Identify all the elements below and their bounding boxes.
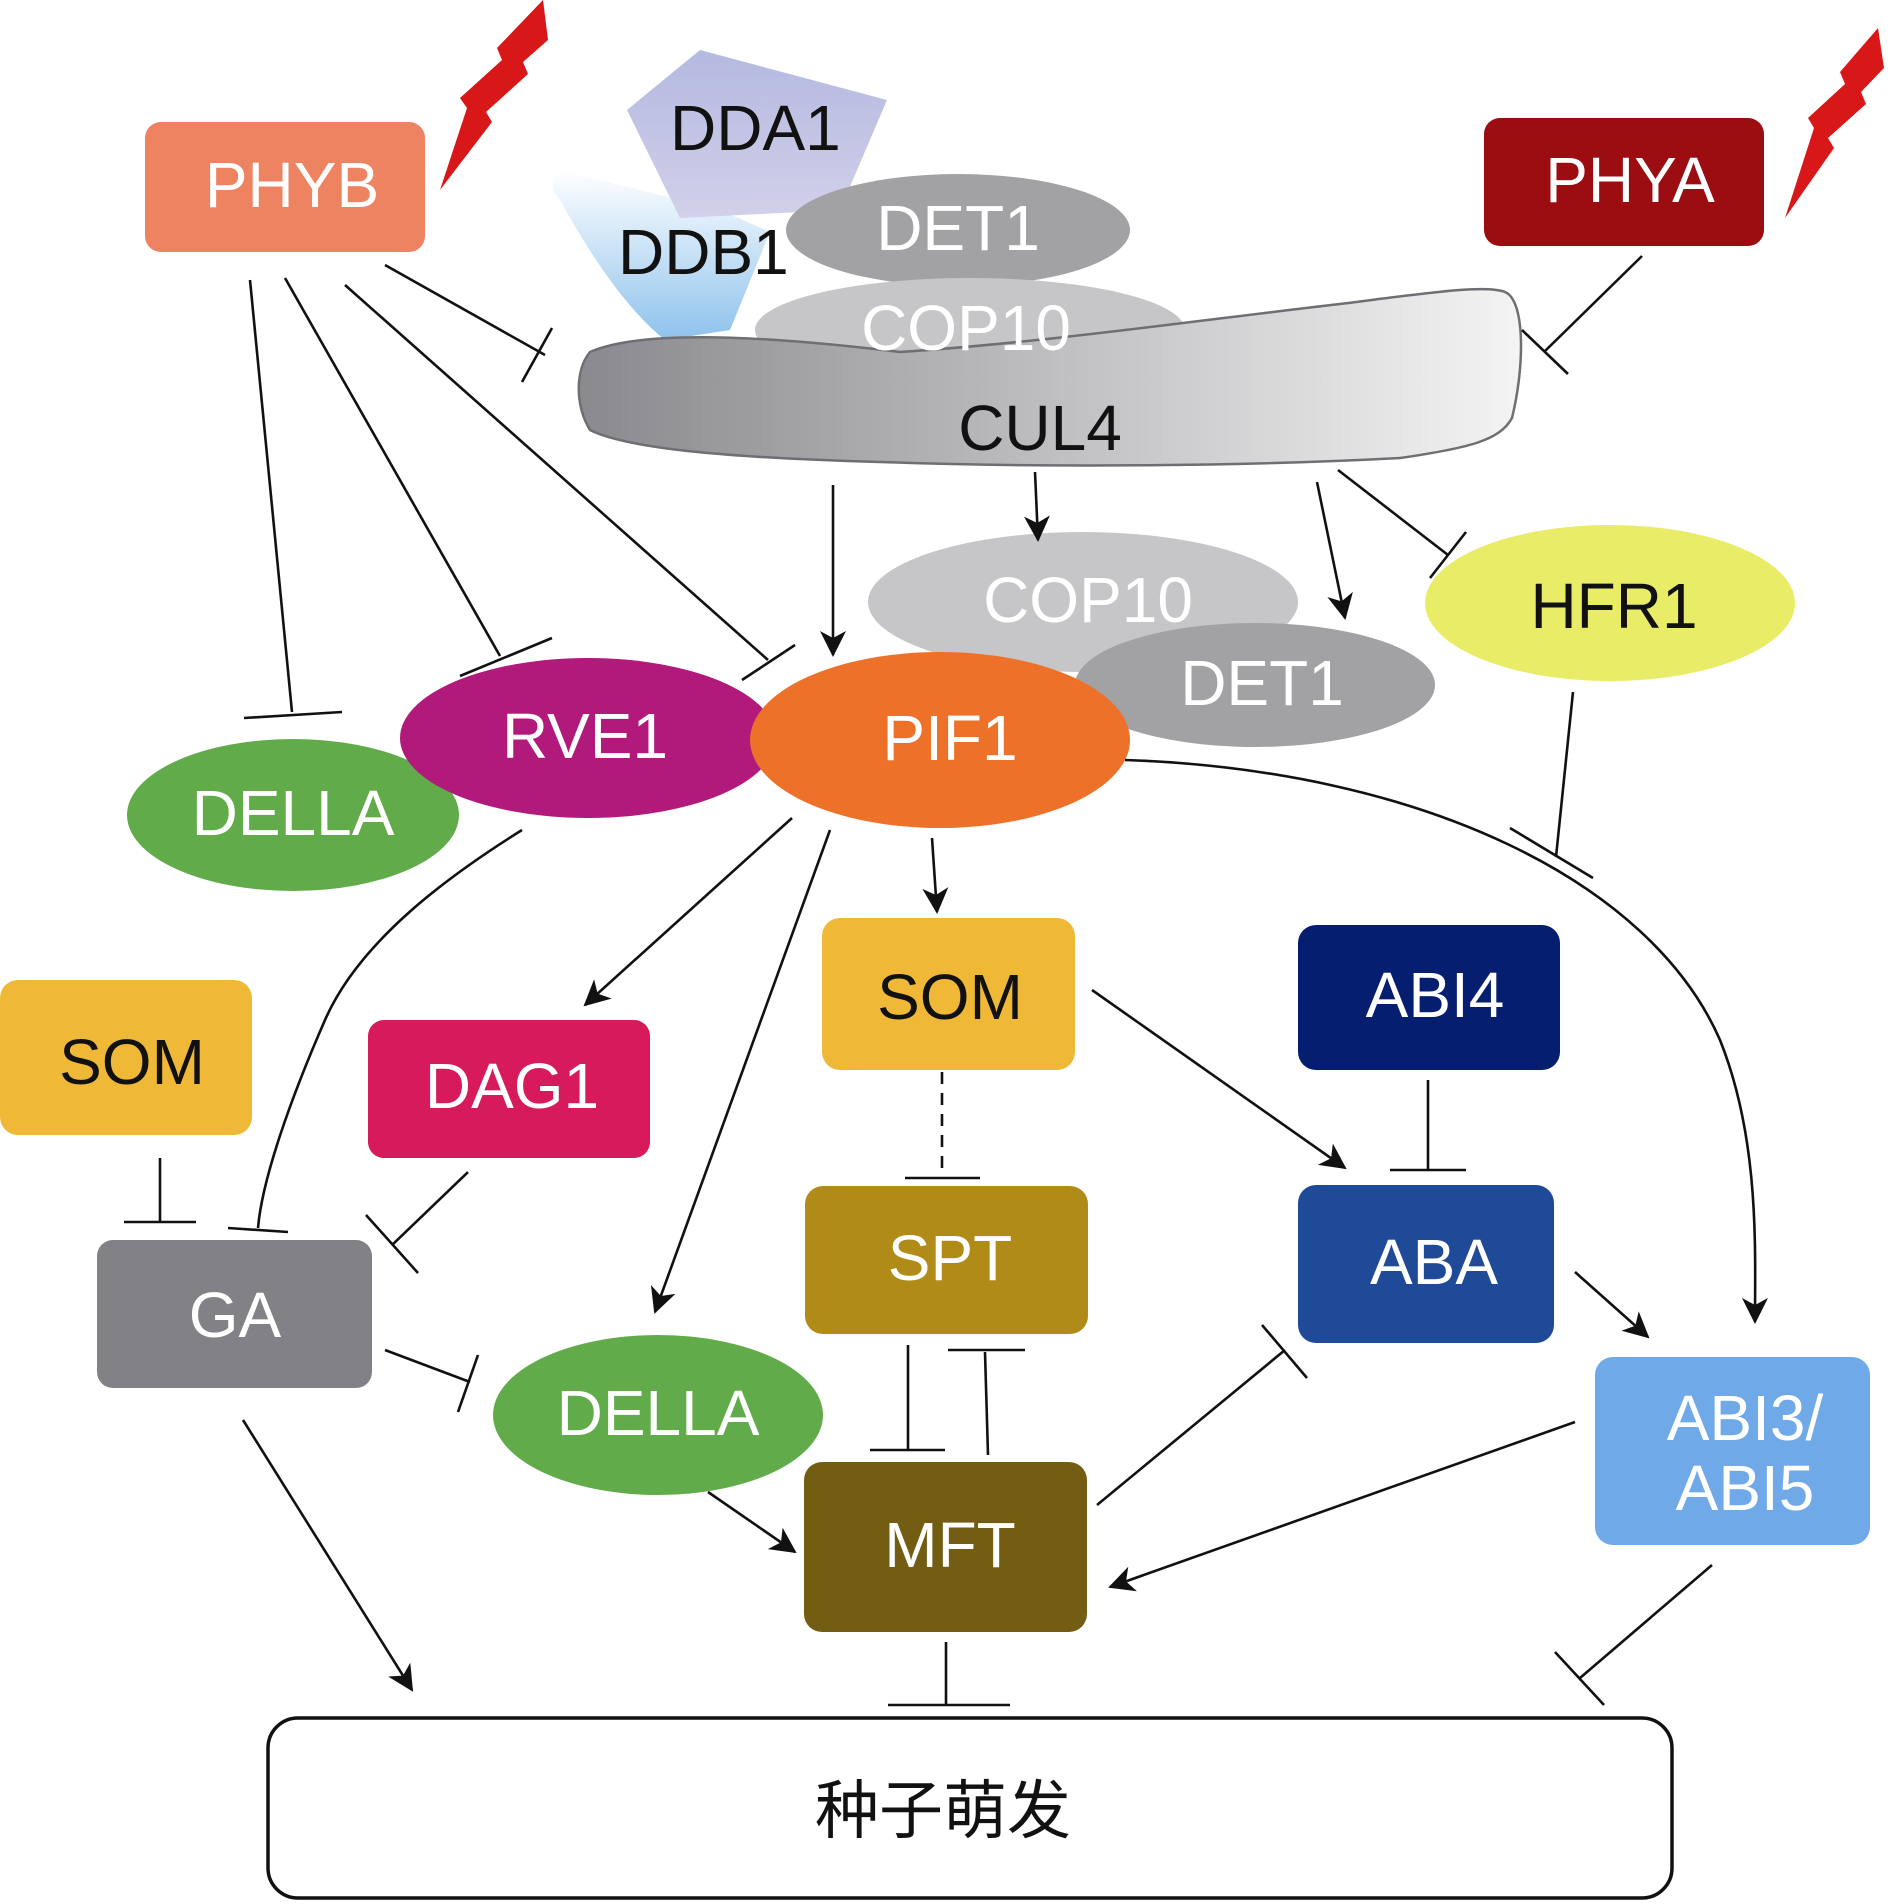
- abi3-abi5-activates-mft-edge: [1108, 1420, 1576, 1592]
- phyb-inhibits-della-edge: [243, 279, 343, 720]
- hfr1-node: HFR1: [1425, 525, 1795, 681]
- spt-inhibits-mft-edge: [870, 1345, 945, 1452]
- det1-mid-label: DET1: [1180, 647, 1344, 719]
- abi4-node: ABI4: [1298, 925, 1560, 1070]
- ga-node: GA: [97, 1240, 372, 1388]
- seed-germination-box: [266, 1716, 1674, 1900]
- rve1-label: RVE1: [502, 700, 668, 772]
- cul4-inhibits-hfr1-edge: [1337, 468, 1468, 579]
- phyb-inhibits-cul4-edge: [384, 263, 554, 383]
- abi3-abi5-node: ABI3/ ABI5: [1595, 1357, 1870, 1545]
- spt-node: SPT: [805, 1186, 1088, 1334]
- spt-box: [805, 1186, 1088, 1334]
- som-inhibits-ga-edge: [124, 1158, 196, 1224]
- mft-inhibits-spt-edge: [948, 1348, 1025, 1456]
- spt-label: SPT: [888, 1222, 1012, 1294]
- hfr1-label: HFR1: [1530, 570, 1697, 642]
- mft-node: MFT: [804, 1462, 1087, 1632]
- cop10-mid-label: COP10: [983, 564, 1193, 636]
- som-right-label: SOM: [877, 961, 1023, 1033]
- mft-label: MFT: [884, 1509, 1016, 1581]
- dag1-node: DAG1: [368, 1020, 650, 1158]
- som-right-node: SOM: [822, 918, 1075, 1070]
- phyb-box: [145, 122, 425, 252]
- det1-mid-shape: [1075, 623, 1435, 747]
- abi3-abi5-inhibits-germination-edge: [1554, 1564, 1713, 1706]
- light-bolt-icon: [440, 0, 548, 190]
- det1-mid-node: DET1: [1075, 623, 1435, 747]
- cul4-label: CUL4: [958, 392, 1122, 464]
- cul4-complex: DDA1 DDB1 DET1 COP10 CUL4: [552, 50, 1523, 467]
- ddb1-label: DDB1: [618, 216, 789, 288]
- pif1-activates-abi3-abi5-edge: [1124, 758, 1769, 1324]
- aba-label: ABA: [1370, 1226, 1498, 1298]
- pif1-shape: [750, 652, 1130, 828]
- della-top-shape: [127, 739, 459, 891]
- aba-activates-abi3-abi5-edge: [1574, 1271, 1650, 1339]
- phyb-node: PHYB: [145, 122, 425, 252]
- hfr1-inhibits-pif1-edge: [1509, 691, 1594, 880]
- rve1-shape: [400, 658, 776, 818]
- cul4-activates-det1-edge: [1315, 481, 1353, 620]
- mft-inhibits-aba-edge: [1096, 1324, 1308, 1507]
- rve1-inhibits-ga-edge: [227, 828, 523, 1234]
- abi3-abi5-label-line2: ABI5: [1676, 1452, 1815, 1524]
- som-left-box: [0, 980, 252, 1135]
- abi4-inhibits-aba-edge: [1390, 1080, 1466, 1172]
- seed-germination-node: 种子萌发: [266, 1716, 1674, 1900]
- cul4-shape: [577, 287, 1523, 467]
- della-bottom-shape: [493, 1335, 823, 1495]
- phya-inhibits-cul4-edge: [1521, 255, 1643, 375]
- som-activates-aba-edge: [1091, 988, 1347, 1170]
- pif1-activates-som-edge: [922, 837, 949, 914]
- della-activates-mft-edge: [707, 1490, 797, 1554]
- aba-node: ABA: [1298, 1185, 1554, 1343]
- della-top-label: DELLA: [192, 777, 395, 849]
- cop10-top-label: COP10: [861, 292, 1071, 364]
- della-top-node: DELLA: [127, 739, 459, 891]
- dag1-inhibits-ga-edge: [365, 1171, 469, 1274]
- abi4-box: [1298, 925, 1560, 1070]
- della-bottom-node: DELLA: [493, 1335, 823, 1495]
- phya-node: PHYA: [1484, 118, 1764, 246]
- pif1-label: PIF1: [882, 702, 1017, 774]
- phyb-inhibits-pif1-edge: [344, 284, 796, 682]
- aba-box: [1298, 1185, 1554, 1343]
- light-bolt-icon: [1785, 28, 1884, 218]
- dag1-box: [368, 1020, 650, 1158]
- pif1-node: PIF1: [750, 652, 1130, 828]
- som-right-box: [822, 918, 1075, 1070]
- phya-box: [1484, 118, 1764, 246]
- dag1-label: DAG1: [425, 1050, 599, 1122]
- ga-inhibits-della-edge: [384, 1348, 480, 1413]
- pif1-activates-della-edge: [650, 829, 832, 1314]
- som-left-label: SOM: [59, 1026, 205, 1098]
- seed-germination-label: 种子萌发: [815, 1775, 1071, 1849]
- abi3-abi5-label-line1: ABI3/: [1667, 1382, 1824, 1454]
- pif1-activates-dag1-edge: [583, 817, 793, 1007]
- abi3-abi5-box: [1595, 1357, 1870, 1545]
- ga-box: [97, 1240, 372, 1388]
- det1-top-shape: [786, 174, 1130, 286]
- mft-inhibits-germination-edge: [888, 1642, 1010, 1707]
- cul4-activates-cop10-edge: [1023, 471, 1050, 542]
- rve1-node: RVE1: [400, 658, 776, 818]
- det1-top-label: DET1: [876, 192, 1040, 264]
- phyb-inhibits-rve1-edge: [283, 277, 553, 678]
- dda1-shape: [627, 50, 887, 218]
- della-bottom-label: DELLA: [557, 1377, 760, 1449]
- phya-label: PHYA: [1545, 144, 1715, 216]
- phyb-label: PHYB: [205, 149, 379, 221]
- som-inhibits-spt-edge: [905, 1072, 980, 1180]
- som-left-node: SOM: [0, 980, 252, 1135]
- ga-label: GA: [189, 1279, 282, 1351]
- mft-box: [804, 1462, 1087, 1632]
- dda1-label: DDA1: [670, 92, 841, 164]
- hfr1-shape: [1425, 525, 1795, 681]
- abi4-label: ABI4: [1366, 959, 1505, 1031]
- ga-promotes-germination-edge: [241, 1419, 414, 1692]
